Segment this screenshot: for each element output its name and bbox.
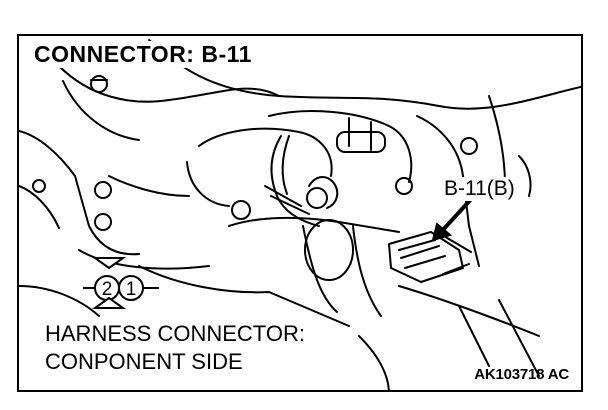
callout-arrow	[431, 194, 476, 242]
diagram-frame: 2 1 CONNECTOR: B-11 B-11(B) HARNESS CONN…	[17, 34, 583, 392]
figure-code: AK103718 AC	[474, 366, 569, 383]
pin-1-label: 1	[126, 279, 137, 300]
connector-title: CONNECTOR: B-11	[32, 41, 254, 68]
pin-diagram	[83, 257, 159, 309]
pin-2-label: 2	[102, 279, 113, 300]
connector-callout-label: B-11(B)	[443, 177, 516, 201]
caption-line-1: HARNESS CONNECTOR:	[43, 321, 307, 347]
engine-illustration: 2 1	[19, 39, 581, 390]
caption-line-2: CONPONENT SIDE	[43, 349, 245, 375]
